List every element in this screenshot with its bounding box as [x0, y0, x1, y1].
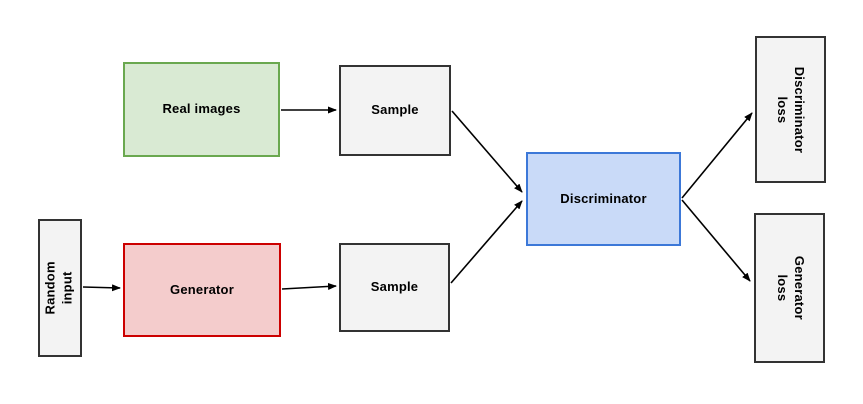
edge-sample-bottom-to-discriminator: [450, 200, 523, 284]
node-label-generator-loss: Generator loss: [774, 256, 807, 320]
node-label-random-input: Random input: [43, 261, 76, 315]
node-random-input: Random input: [38, 219, 82, 357]
node-label-sample-bottom: Sample: [370, 279, 419, 295]
node-generator: Generator: [123, 243, 281, 337]
node-label-generator: Generator: [170, 281, 234, 297]
node-real-images: Real images: [123, 62, 280, 157]
edge-generator-to-sample-bottom: [281, 282, 337, 290]
node-label-real-images: Real images: [162, 101, 241, 117]
edge-discriminator-to-discriminator-loss: [681, 112, 753, 199]
edge-random-input-to-generator: [82, 284, 121, 292]
edge-sample-top-to-discriminator: [451, 110, 523, 193]
node-label-sample-top: Sample: [371, 102, 419, 118]
node-label-discriminator-loss: Discriminator loss: [775, 66, 808, 153]
node-sample-bottom: Sample: [339, 243, 450, 332]
node-discriminator-loss: Discriminator loss: [755, 36, 826, 183]
node-label-discriminator: Discriminator: [560, 190, 647, 206]
node-generator-loss: Generator loss: [754, 213, 825, 363]
node-sample-top: Sample: [339, 65, 451, 156]
edge-discriminator-to-generator-loss: [681, 199, 751, 282]
node-discriminator: Discriminator: [526, 152, 681, 246]
